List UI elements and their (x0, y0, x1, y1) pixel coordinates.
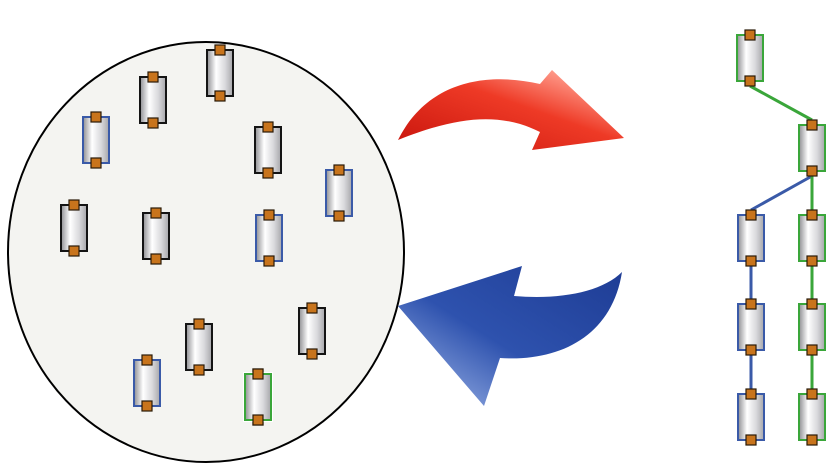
block-body (255, 214, 283, 262)
terminal-bottom (745, 434, 757, 446)
terminal-bottom (263, 255, 275, 267)
chain-block (797, 298, 827, 356)
block-body (244, 373, 272, 421)
terminal-bottom (214, 90, 226, 102)
block-body (185, 323, 213, 371)
terminal-bottom (262, 167, 274, 179)
block-body (798, 393, 826, 441)
terminal-bottom (68, 245, 80, 257)
block-body (736, 34, 764, 82)
block-body (737, 303, 765, 351)
terminal-top (147, 71, 159, 83)
terminal-bottom (141, 400, 153, 412)
terminal-bottom (806, 434, 818, 446)
block-body (133, 359, 161, 407)
terminal-bottom (744, 75, 756, 87)
pool-blocks (60, 44, 353, 426)
block-body (142, 212, 170, 260)
red-arrow (398, 70, 624, 150)
terminal-top (90, 111, 102, 123)
chain-block (737, 388, 765, 446)
terminal-top (68, 199, 80, 211)
pool-block (185, 318, 213, 376)
terminal-top (193, 318, 205, 330)
pool-block (254, 121, 282, 179)
terminal-top (745, 298, 757, 310)
block-body (737, 214, 765, 262)
block-body (82, 116, 110, 164)
terminal-bottom (745, 344, 757, 356)
chain-block (735, 29, 765, 87)
block-body (206, 49, 234, 97)
terminal-top (806, 119, 818, 131)
terminal-bottom (150, 253, 162, 265)
block-body (254, 126, 282, 174)
chain-block (797, 119, 827, 177)
terminal-bottom (306, 348, 318, 360)
terminal-top (150, 207, 162, 219)
terminal-top (252, 368, 264, 380)
terminal-top (263, 209, 275, 221)
component-pool (7, 41, 405, 463)
pool-block (82, 111, 110, 169)
terminal-top (745, 209, 757, 221)
pool-block (60, 199, 88, 257)
block-body (798, 214, 826, 262)
terminal-bottom (806, 255, 818, 267)
pool-block (243, 368, 273, 426)
terminal-bottom (147, 117, 159, 129)
pool-block (255, 209, 283, 267)
terminal-top (806, 298, 818, 310)
terminal-bottom (333, 210, 345, 222)
terminal-bottom (90, 157, 102, 169)
block-body (298, 307, 326, 355)
chain-block (737, 298, 765, 356)
chain-blocks (735, 29, 827, 446)
exchange-arrows (398, 70, 624, 406)
chain-links (749, 84, 814, 389)
pool-block (206, 44, 234, 102)
block-body (798, 303, 826, 351)
block-body (798, 124, 826, 172)
terminal-top (806, 388, 818, 400)
pool-block (139, 71, 167, 129)
component-chain (735, 29, 827, 446)
block-body (737, 393, 765, 441)
terminal-top (745, 388, 757, 400)
terminal-bottom (193, 364, 205, 376)
chain-link (750, 174, 813, 212)
terminal-top (744, 29, 756, 41)
terminal-top (333, 164, 345, 176)
terminal-top (306, 302, 318, 314)
chain-link (749, 84, 813, 122)
block-body (139, 76, 167, 124)
pool-block (142, 207, 170, 265)
terminal-bottom (252, 414, 264, 426)
pool-block (325, 164, 353, 222)
block-body (325, 169, 353, 217)
terminal-top (806, 209, 818, 221)
terminal-bottom (806, 344, 818, 356)
terminal-top (141, 354, 153, 366)
terminal-bottom (806, 165, 818, 177)
terminal-bottom (745, 255, 757, 267)
chain-block (737, 209, 765, 267)
terminal-top (262, 121, 274, 133)
blue-arrow (398, 266, 622, 406)
terminal-top (214, 44, 226, 56)
pool-block (133, 354, 161, 412)
pool-block (298, 302, 326, 360)
block-body (60, 204, 88, 252)
chain-block (797, 209, 827, 267)
chain-block (797, 388, 827, 446)
